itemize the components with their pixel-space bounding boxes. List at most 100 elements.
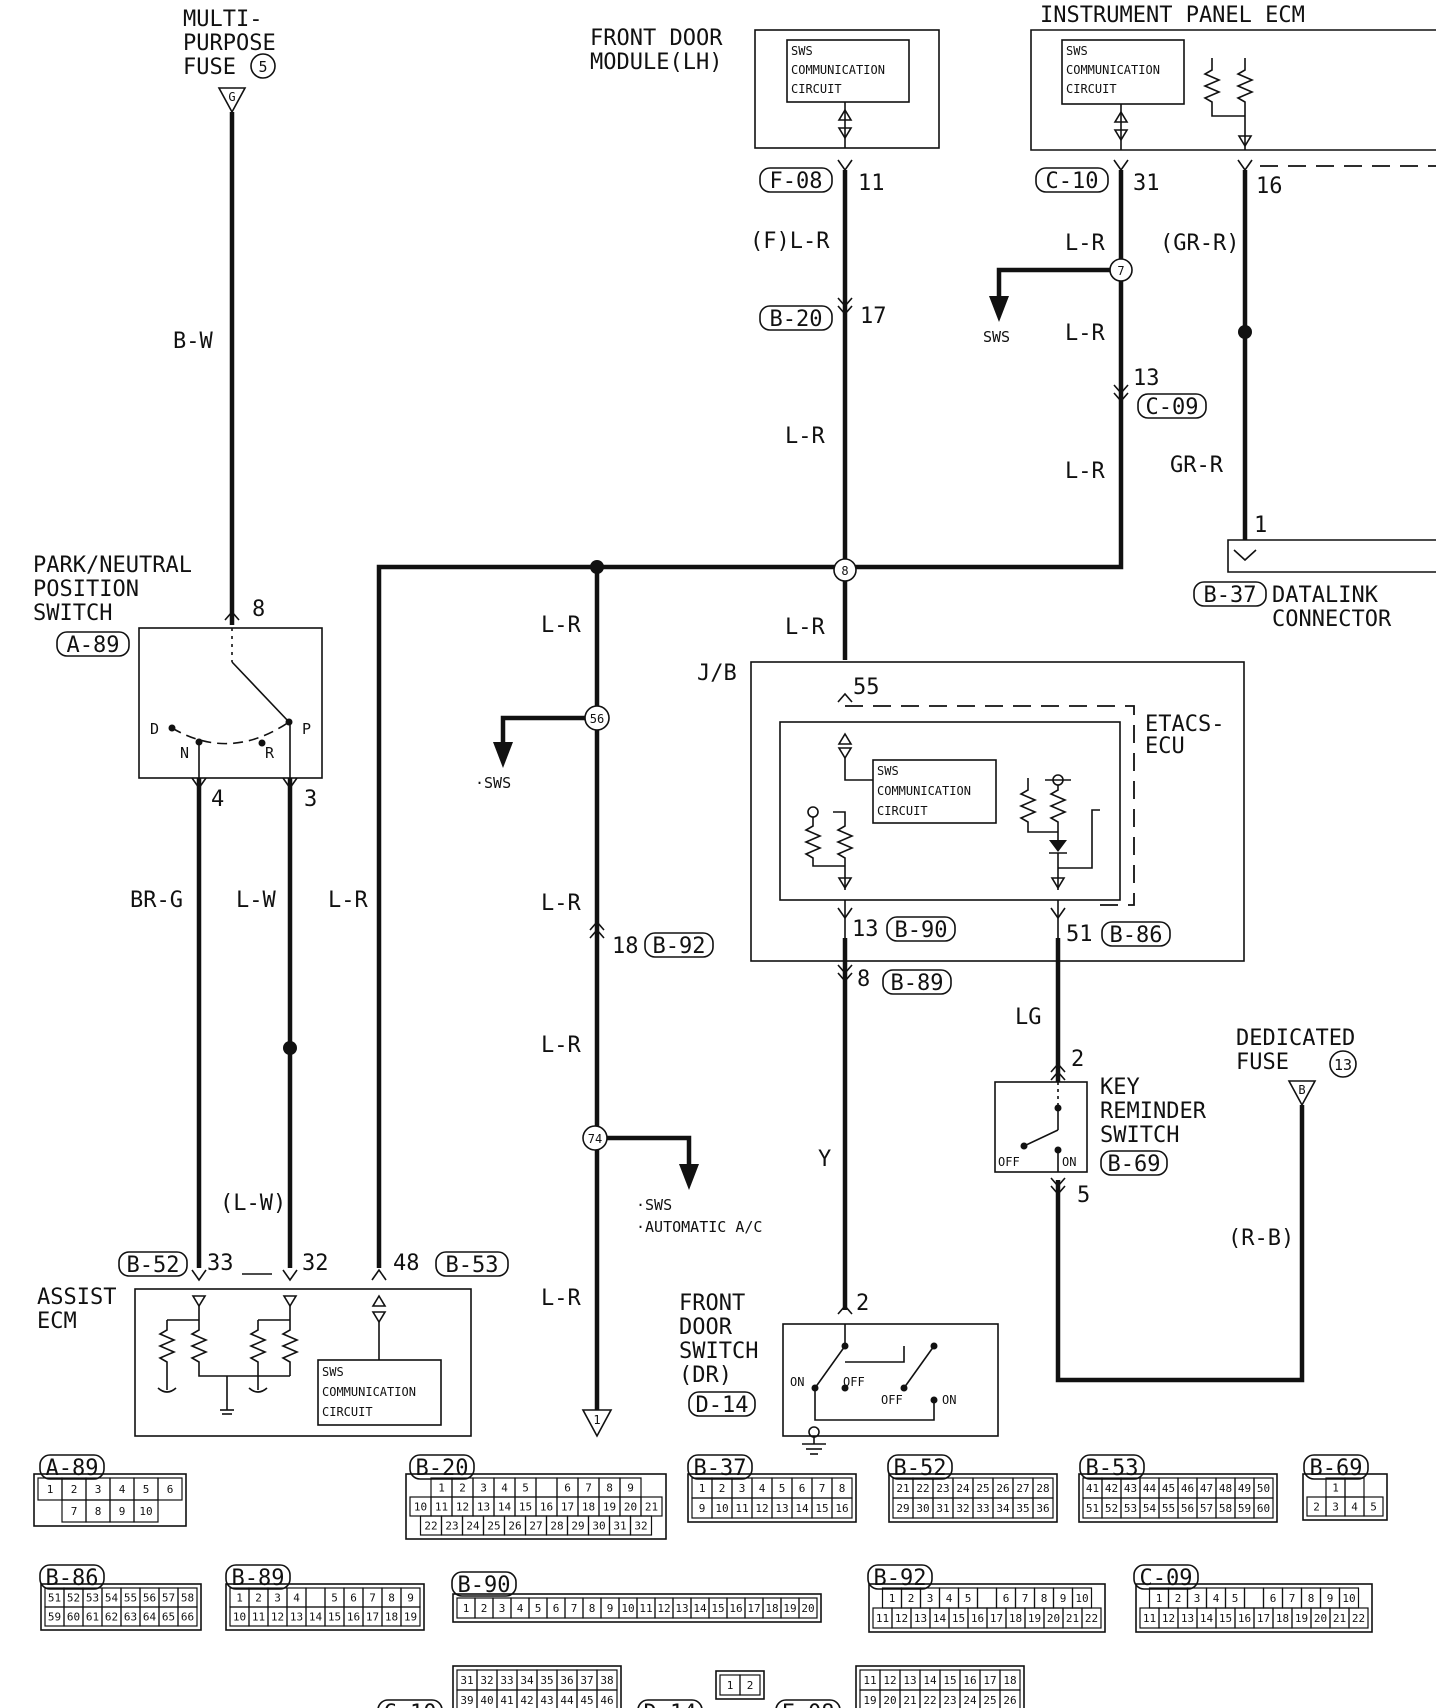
front-door-switch: FRONT DOOR SWITCH (DR) D-14 ON OFF OFF O… — [679, 1291, 999, 1455]
legend-pin-number: 3 — [739, 1482, 746, 1495]
svg-text:SWS: SWS — [983, 328, 1010, 346]
legend-connector-c-10: C-1031323334353637383940414243444546 — [377, 1665, 622, 1708]
svg-text:CIRCUIT: CIRCUIT — [322, 1405, 373, 1419]
splice-74: 74 — [582, 1125, 608, 1151]
svg-text:55: 55 — [853, 675, 880, 700]
legend-pin-number: 8 — [388, 1592, 395, 1605]
svg-text:B-92: B-92 — [653, 934, 706, 959]
legend-pin-number: 22 — [424, 1520, 437, 1533]
legend-pin-number: 56 — [1181, 1502, 1194, 1515]
legend-pin-number: 56 — [143, 1592, 156, 1605]
legend-housing — [888, 1473, 1058, 1523]
svg-text:SWS: SWS — [877, 764, 899, 778]
legend-pin-number: 48 — [1219, 1482, 1232, 1495]
legend-pin-number: 26 — [1003, 1694, 1016, 1707]
legend-title-box — [377, 1699, 443, 1708]
svg-text:L-R: L-R — [541, 1286, 581, 1311]
legend-pin-number: 13 — [477, 1501, 490, 1514]
legend-pin-cell — [400, 1606, 421, 1627]
svg-text:7: 7 — [1117, 264, 1124, 278]
legend-pin-number: 60 — [1257, 1502, 1270, 1515]
dedicated-fuse: DEDICATED FUSE 13 B — [1236, 1026, 1357, 1107]
legend-housing — [715, 1670, 765, 1700]
svg-text:Y: Y — [818, 1147, 831, 1172]
svg-text:N: N — [180, 744, 189, 762]
svg-text:CONNECTOR: CONNECTOR — [1272, 607, 1392, 632]
legend-title-box — [867, 1564, 933, 1590]
legend-pin-number: 1 — [47, 1483, 54, 1496]
legend-pin-number: 20 — [624, 1501, 637, 1514]
legend-pin-cell — [798, 1597, 818, 1619]
legend-pin-cell — [177, 1606, 198, 1627]
legend-housing — [687, 1473, 857, 1523]
legend-pin-number: 16 — [1238, 1612, 1251, 1625]
legend-pin-cell — [976, 1587, 998, 1609]
legend-pin-number: 57 — [1200, 1502, 1213, 1515]
legend-title-box — [687, 1454, 753, 1480]
svg-text:F-08: F-08 — [770, 169, 823, 194]
svg-text:COMMUNICATION: COMMUNICATION — [1066, 63, 1160, 77]
legend-pin-number: 42 — [520, 1694, 533, 1707]
svg-text:R: R — [265, 744, 275, 762]
wires — [196, 112, 1305, 1410]
legend-pin-number: 64 — [143, 1611, 157, 1624]
legend-pin-number: 46 — [600, 1694, 613, 1707]
legend-pin-number: 9 — [699, 1502, 706, 1515]
legend-pin-number: 7 — [71, 1505, 78, 1518]
legend-pin-number: 2 — [719, 1482, 726, 1495]
legend-pin-number: 1 — [1332, 1482, 1339, 1495]
legend-pin-number: 2 — [459, 1482, 466, 1495]
legend-pin-number: 6 — [1003, 1592, 1010, 1605]
legend-title: B-37 — [694, 1456, 747, 1481]
legend-pin-number: 20 — [883, 1694, 896, 1707]
legend-pin-number: 10 — [139, 1505, 152, 1518]
legend-pin-number: 20 — [801, 1602, 814, 1615]
front-door-module: FRONT DOOR MODULE(LH) SWS COMMUNICATION … — [590, 26, 940, 149]
legend-pin-number: 5 — [331, 1592, 338, 1605]
legend-pin-number: 10 — [1075, 1592, 1088, 1605]
svg-text:C-09: C-09 — [1146, 395, 1199, 420]
legend-pin-number: 5 — [1232, 1592, 1239, 1605]
sws-branch-labels: SWS ·SWS ·SWS ·AUTOMATIC A/C — [475, 328, 1010, 1236]
legend-pin-number: 18 — [1003, 1674, 1016, 1687]
legend-pin-number: 4 — [946, 1592, 953, 1605]
svg-text:ASSIST: ASSIST — [37, 1285, 116, 1310]
svg-text:L-R: L-R — [541, 1033, 581, 1058]
instrument-panel-ecm: INSTRUMENT PANEL ECM SWS COMMUNICATION C… — [1030, 3, 1436, 167]
legend-pin-number: 7 — [819, 1482, 826, 1495]
svg-text:B-86: B-86 — [1110, 923, 1163, 948]
legend-title-box — [887, 1454, 953, 1480]
legend-pin-number: 13 — [1181, 1612, 1194, 1625]
svg-text:B-52: B-52 — [127, 1253, 180, 1278]
legend-title: F-08 — [782, 1701, 835, 1708]
legend-pin-number: 22 — [1352, 1612, 1365, 1625]
legend-title-box — [1079, 1454, 1145, 1480]
legend-pin-number: 52 — [67, 1592, 80, 1605]
legend-pin-number: 13 — [775, 1502, 788, 1515]
svg-text:L-R: L-R — [541, 891, 581, 916]
legend-housing — [33, 1473, 187, 1527]
legend-pin-number: 44 — [560, 1694, 574, 1707]
legend-pin-number: 17 — [990, 1612, 1003, 1625]
legend-title-box — [39, 1564, 105, 1590]
svg-text:SWITCH: SWITCH — [679, 1339, 758, 1364]
legend-pin-number: 20 — [1047, 1612, 1060, 1625]
legend-title: B-92 — [874, 1566, 927, 1591]
legend-pin-number: 27 — [1016, 1482, 1029, 1495]
legend-pin-number: 53 — [86, 1592, 99, 1605]
svg-text:C-10: C-10 — [1046, 169, 1099, 194]
legend-pin-number: 13 — [903, 1674, 916, 1687]
legend-pin-number: 51 — [48, 1592, 61, 1605]
legend-pin-number: 10 — [715, 1502, 728, 1515]
legend-title: D-14 — [644, 1701, 697, 1708]
legend-pin-number: 28 — [1036, 1482, 1049, 1495]
legend-pin-number: 14 — [923, 1674, 937, 1687]
legend-housing — [1078, 1473, 1278, 1523]
legend-pin-number: 8 — [606, 1482, 613, 1495]
svg-text:SWS: SWS — [791, 44, 813, 58]
svg-text:L-W: L-W — [236, 888, 276, 913]
legend-pin-number: 35 — [1016, 1502, 1029, 1515]
